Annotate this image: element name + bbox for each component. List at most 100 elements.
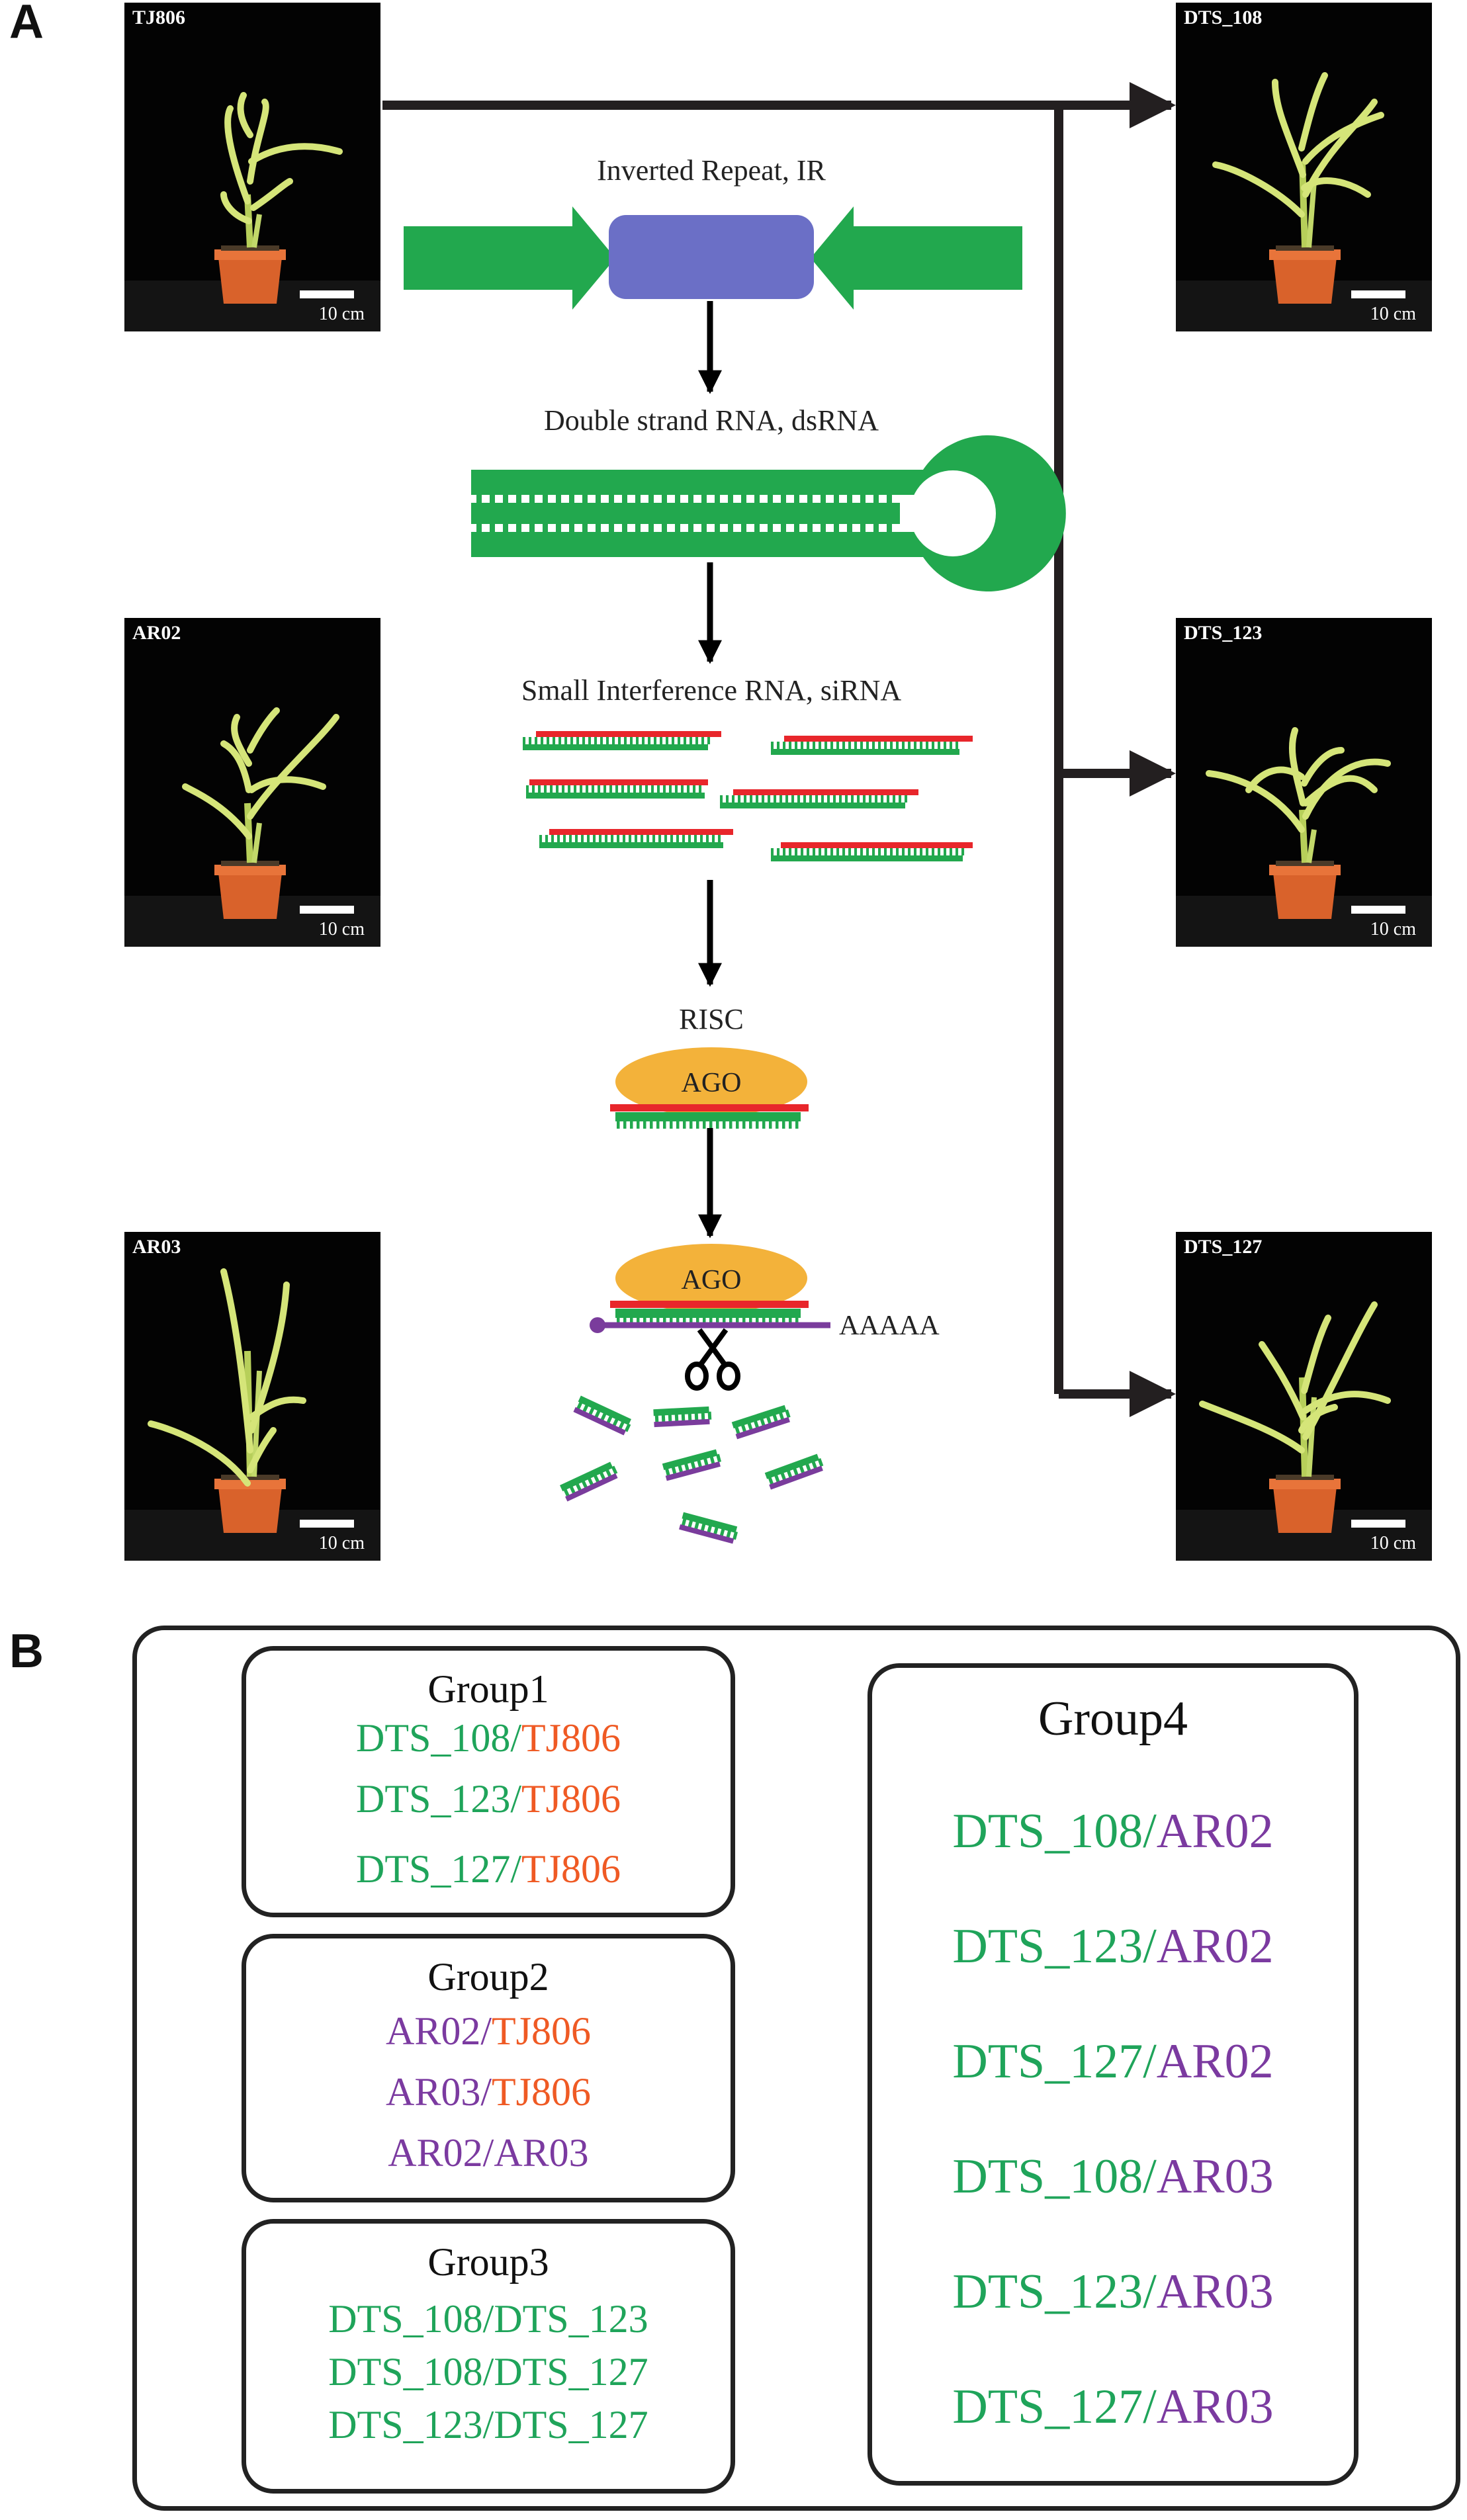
plant-image xyxy=(124,618,380,947)
pair-first: DTS_123 xyxy=(328,2403,483,2447)
plant-photo-ar02: AR02 10 cm xyxy=(124,618,380,947)
plant-label: DTS_108 xyxy=(1184,7,1263,28)
ir-label: Inverted Repeat, IR xyxy=(597,154,826,187)
pair-first: DTS_127 xyxy=(952,2034,1143,2089)
panel-a: Inverted Repeat, IR Double strand RNA, d… xyxy=(9,0,1432,1561)
plant-label: TJ806 xyxy=(132,7,186,28)
scissors-icon xyxy=(685,1328,740,1391)
group-2-box: Group2 AR02/TJ806 AR03/TJ806 AR02/AR03 xyxy=(242,1934,735,2202)
plant-label: AR02 xyxy=(132,622,181,644)
pair-second: TJ806 xyxy=(521,1777,621,1821)
group-4-box: Group4 DTS_108/AR02 DTS_123/AR02 DTS_127… xyxy=(867,1663,1358,2486)
polya-tail: AAAAA xyxy=(839,1311,940,1341)
risc-complex: AGO xyxy=(610,1047,809,1129)
plant-photo-dts123: DTS_123 10 cm xyxy=(1176,618,1432,947)
comparison-pair: DTS_127/TJ806 xyxy=(246,1849,731,1889)
group-title: Group3 xyxy=(427,2240,549,2284)
pair-first: AR02 xyxy=(385,2009,481,2053)
group-3-box: Group3 DTS_108/DTS_123 DTS_108/DTS_127 D… xyxy=(242,2219,735,2494)
pair-second: TJ806 xyxy=(492,2009,592,2053)
pair-second: AR03 xyxy=(1156,2380,1274,2434)
plant-photo-tj806: TJ806 10 cm xyxy=(124,3,380,331)
comparison-pair: DTS_123/DTS_127 xyxy=(246,2405,731,2445)
pair-separator: / xyxy=(482,2131,494,2175)
scale-bar xyxy=(300,906,354,914)
ir-box xyxy=(609,215,814,299)
pair-first: DTS_127 xyxy=(952,2380,1143,2434)
ago-label-2: AGO xyxy=(682,1265,742,1295)
pair-second: DTS_127 xyxy=(494,2350,648,2394)
dsrna-hairpin xyxy=(471,435,1066,591)
pair-second: TJ806 xyxy=(492,2070,592,2114)
comparison-groups-container: Group1 DTS_108/TJ806 DTS_123/TJ806 DTS_1… xyxy=(132,1626,1460,2511)
pair-separator: / xyxy=(1143,2265,1157,2319)
pair-second: AR02 xyxy=(1156,2034,1274,2089)
pair-separator: / xyxy=(1143,1919,1157,1974)
pair-separator: / xyxy=(482,2350,494,2394)
rnai-diagram: Inverted Repeat, IR Double strand RNA, d… xyxy=(382,82,1176,1544)
comparison-pair: DTS_123/AR03 xyxy=(872,2267,1354,2316)
plant-image xyxy=(1176,618,1432,947)
comparison-pair: DTS_127/AR03 xyxy=(872,2382,1354,2431)
pair-separator: / xyxy=(1143,1804,1157,1858)
pair-first: DTS_108 xyxy=(355,1716,511,1760)
comparison-pair: DTS_108/DTS_123 xyxy=(246,2299,731,2339)
plant-image xyxy=(124,3,380,331)
pair-first: DTS_108 xyxy=(328,2297,483,2341)
plant-label: DTS_127 xyxy=(1184,1236,1263,1258)
comparison-pair: DTS_123/TJ806 xyxy=(246,1779,731,1819)
group-1-box: Group1 DTS_108/TJ806 DTS_123/TJ806 DTS_1… xyxy=(242,1646,735,1917)
pair-second: AR03 xyxy=(1156,2265,1274,2319)
scale-text: 10 cm xyxy=(318,304,365,324)
scale-bar xyxy=(1351,1520,1405,1528)
pair-separator: / xyxy=(482,2403,494,2447)
comparison-pair: DTS_108/AR02 xyxy=(872,1807,1354,1856)
comparison-pair: DTS_108/AR03 xyxy=(872,2152,1354,2201)
pair-second: AR02 xyxy=(1156,1919,1274,1974)
pair-first: DTS_123 xyxy=(952,1919,1143,1974)
pair-first: DTS_108 xyxy=(952,1804,1143,1858)
sirna-label: Small Interference RNA, siRNA xyxy=(521,674,902,707)
plant-image xyxy=(1176,1232,1432,1561)
pair-second: AR03 xyxy=(1156,2150,1274,2204)
pair-first: AR02 xyxy=(388,2131,483,2175)
pair-separator: / xyxy=(1143,2034,1157,2089)
pair-second: TJ806 xyxy=(521,1716,621,1760)
pair-separator: / xyxy=(510,1716,522,1760)
group-title: Group1 xyxy=(427,1667,549,1711)
dsrna-label: Double strand RNA, dsRNA xyxy=(544,404,879,437)
panel-a-letter: A xyxy=(9,0,44,48)
scale-bar xyxy=(300,290,354,298)
pair-separator: / xyxy=(1143,2380,1157,2434)
plant-label: DTS_123 xyxy=(1184,622,1263,644)
pair-first: DTS_127 xyxy=(355,1847,511,1891)
pair-separator: / xyxy=(1143,2150,1157,2204)
ago-protein-2 xyxy=(615,1244,807,1313)
pair-first: AR03 xyxy=(385,2070,481,2114)
pair-separator: / xyxy=(510,1777,522,1821)
degraded-fragments xyxy=(560,1395,824,1544)
scale-bar xyxy=(1351,290,1405,298)
ago-label-1: AGO xyxy=(682,1068,742,1098)
plant-photo-dts108: DTS_108 10 cm xyxy=(1176,3,1432,331)
comparison-pair: AR02/TJ806 xyxy=(246,2011,731,2051)
scale-text: 10 cm xyxy=(318,1533,365,1553)
pair-second: DTS_123 xyxy=(494,2297,648,2341)
comparison-pair: DTS_108/DTS_127 xyxy=(246,2352,731,2392)
pair-first: DTS_108 xyxy=(952,2150,1143,2204)
comparison-pair: DTS_108/TJ806 xyxy=(246,1718,731,1758)
group-title: Group4 xyxy=(1038,1692,1188,1746)
ir-left-arrow xyxy=(404,206,615,310)
comparison-pair: AR03/TJ806 xyxy=(246,2072,731,2112)
scale-text: 10 cm xyxy=(1370,919,1416,939)
pair-separator: / xyxy=(510,1847,522,1891)
plant-image xyxy=(124,1232,380,1561)
ago-protein-1 xyxy=(615,1047,807,1116)
comparison-pair: DTS_123/AR02 xyxy=(872,1922,1354,1971)
pair-second: DTS_127 xyxy=(494,2403,648,2447)
sirna-duplexes xyxy=(523,731,973,861)
group-title: Group2 xyxy=(427,1955,549,1999)
pair-separator: / xyxy=(480,2070,492,2114)
cleavage-complex: AGO AAAAA xyxy=(590,1244,940,1391)
ir-right-arrow xyxy=(811,206,1022,310)
